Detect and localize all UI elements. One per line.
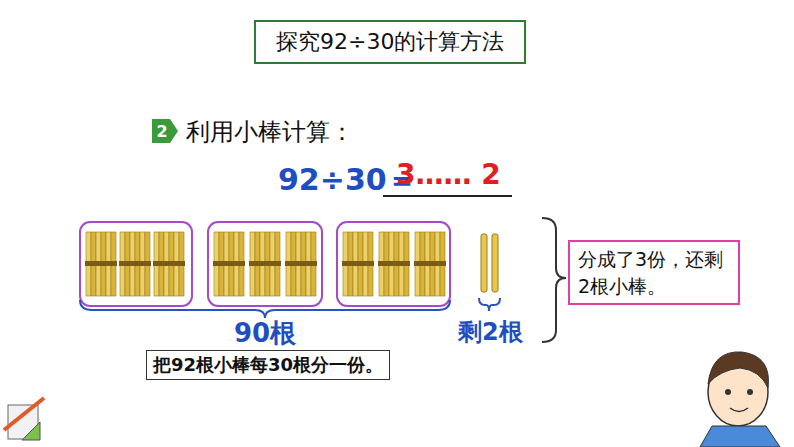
step-badge: 2 (152, 119, 172, 143)
loose-sticks (481, 234, 498, 292)
remainder-label: 剩2根 (458, 316, 523, 348)
summary-box-text: 分成了3份，还剩2根小棒。 (578, 246, 730, 299)
sum-label: 90根 (234, 316, 296, 351)
summary-box: 分成了3份，还剩2根小棒。 (568, 240, 740, 305)
equation: 92÷30＝ (278, 160, 417, 201)
braces (80, 298, 500, 318)
title-text: 探究92÷30的计算方法 (276, 27, 504, 57)
group-frames (80, 222, 450, 306)
title-box: 探究92÷30的计算方法 (254, 20, 526, 64)
answer: 3…… 2 (396, 158, 501, 191)
note-box-text: 把92根小棒每30根分一份。 (153, 353, 383, 377)
instruction: 利用小棒计算： (186, 116, 354, 148)
step-badge-text: 2 (156, 122, 167, 141)
stick-bundles (85, 232, 446, 296)
note-box: 把92根小棒每30根分一份。 (146, 350, 390, 380)
stationery-icon (4, 398, 44, 440)
big-brace (542, 218, 566, 342)
badge-arrow (152, 119, 178, 143)
boy-figure (700, 352, 780, 447)
